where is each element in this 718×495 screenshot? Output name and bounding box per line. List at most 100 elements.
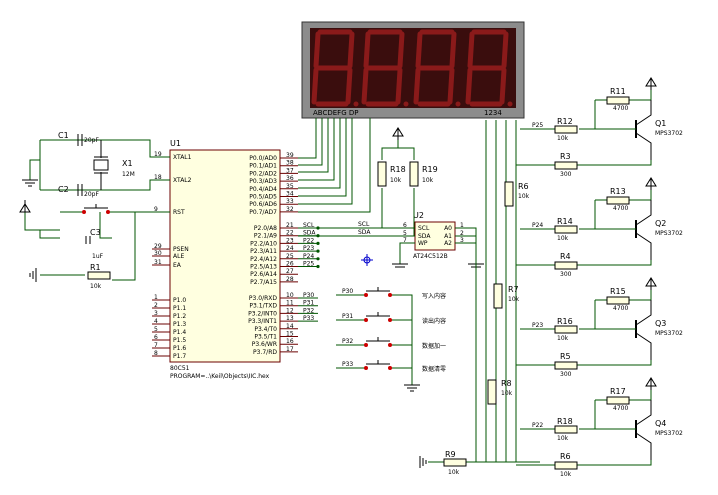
net-label: P31	[303, 300, 314, 307]
mcu-pin-name: P0.7/AD7	[249, 209, 277, 216]
mcu-pin-name: EA	[173, 262, 182, 269]
r9-value: 10k	[448, 469, 460, 476]
mcu-pin-name: P3.7/RD	[253, 349, 277, 356]
button-caption: 写入内容	[422, 292, 446, 300]
seven-segment-display[interactable]: ABCDEFG DP 1234	[301, 21, 525, 119]
resistor-ref: R15	[610, 287, 626, 296]
resistor-value: 10k	[557, 235, 569, 242]
resistor-value: 4700	[613, 105, 628, 112]
vcc-symbol	[645, 277, 657, 290]
transistor-type: MPS3702	[655, 330, 683, 337]
mcu-pin-number: 24	[286, 245, 294, 252]
i2c-pullups: R18 10k R19 10k SCL SDA	[298, 127, 484, 268]
resistor	[606, 196, 630, 205]
resistor-value: 10k	[557, 335, 569, 342]
mcu-pin-number: 19	[154, 151, 162, 158]
c1-value: 20pF	[84, 137, 99, 144]
vertical-pulldowns: R6 10k R7 10k R8 10k	[487, 181, 530, 405]
mcu-pin-number: 39	[286, 152, 294, 159]
mcu-pin-name: P3.1/TXD	[249, 303, 277, 310]
x1-value: 12M	[122, 171, 135, 178]
digit-2	[361, 29, 409, 107]
mcu-pin-name: P1.3	[173, 321, 186, 328]
crystal-circuit: C1 20pF C2 20pF X1 12M	[22, 131, 170, 198]
net-label: SDA	[303, 230, 316, 237]
decimal-point	[403, 101, 409, 107]
button-net-label: P33	[342, 361, 353, 368]
r6-ref: R6	[518, 182, 529, 191]
resistor-ref: R16	[557, 317, 573, 326]
probe-marker[interactable]	[361, 254, 373, 266]
mcu-u1[interactable]: U1 80C51 PROGRAM=..\Keil\Objects\IIC.hex…	[152, 139, 320, 380]
mcu-program: PROGRAM=..\Keil\Objects\IIC.hex	[170, 373, 270, 380]
c3-value: 1uF	[92, 253, 104, 260]
segment	[447, 67, 455, 105]
mcu-pin-number: 6	[154, 334, 158, 341]
bus-label-sda: SDA	[358, 229, 371, 236]
x1-ref: X1	[122, 159, 133, 168]
mcu-pin-number: 31	[154, 259, 162, 266]
eeprom-pin-number: 3	[460, 237, 464, 244]
net-label: P32	[303, 307, 314, 314]
decimal-point	[353, 101, 359, 107]
segment	[347, 31, 355, 69]
transistor-net-label: P23	[532, 322, 543, 329]
button-net-label: P31	[342, 313, 353, 320]
mcu-pin-name: P1.1	[173, 305, 186, 312]
mcu-pin-number: 38	[286, 160, 294, 167]
mcu-pin-name: P3.0/RXD	[249, 295, 277, 302]
decimal-point	[455, 101, 461, 107]
mcu-pin-number: 26	[286, 261, 294, 268]
mcu-pin-name: P3.4/T0	[254, 326, 277, 333]
resistor-value: 4700	[613, 405, 628, 412]
decimal-point	[507, 101, 513, 107]
r18-value: 10k	[390, 177, 402, 184]
net-label: P25	[303, 261, 314, 268]
transistor-ref: Q1	[655, 119, 666, 128]
resistor-ref: R6	[560, 452, 571, 461]
segment	[415, 31, 423, 69]
mcu-pin-name: P2.5/A13	[250, 264, 277, 271]
eeprom-pin-number: 7	[403, 237, 407, 244]
mcu-pin-name: P3.3/INT1	[248, 318, 277, 325]
mcu-pin-name: P1.0	[173, 297, 186, 304]
mcu-pin-number: 5	[154, 326, 158, 333]
u2-ref: U2	[413, 211, 424, 220]
mcu-pin-name: P3.6/WR	[252, 341, 277, 348]
mcu-pin-number: 7	[154, 342, 158, 349]
resistor-ref: R4	[560, 252, 571, 261]
resistor	[554, 361, 578, 370]
net-label: P33	[303, 315, 314, 322]
mcu-pin-name: P2.0/A8	[254, 225, 277, 232]
net-label: P22	[303, 237, 314, 244]
digit-drivers: R114700Q1MPS3702R1210kP25R3300R134700Q2M…	[516, 77, 683, 478]
eeprom-pin-name: SCL	[418, 225, 430, 232]
resistor-value: 4700	[613, 305, 628, 312]
r1-value: 10k	[90, 283, 102, 290]
resistor-ref: R12	[557, 117, 573, 126]
eeprom-pin-name: A0	[444, 225, 452, 232]
mcu-pin-number: 23	[286, 237, 294, 244]
reset-circuit: C3 1uF R1 10k	[19, 200, 170, 290]
mcu-pin-name: P0.3/AD3	[249, 178, 277, 185]
junction-dot	[316, 241, 320, 245]
segment	[345, 67, 353, 105]
mcu-pin-number: 34	[286, 191, 294, 198]
transistor-ref: Q2	[655, 219, 666, 228]
resistor-value: 10k	[560, 471, 572, 478]
mcu-pin-name: P2.7/A15	[250, 279, 277, 286]
mcu-pin-number: 3	[154, 310, 158, 317]
net-label: P30	[303, 292, 314, 299]
resistor-ref: R11	[610, 87, 626, 96]
transistor-net-label: P24	[532, 222, 543, 229]
u2-type: AT24C512B	[413, 253, 448, 260]
net-label: P23	[303, 245, 314, 252]
resistor-ref: R13	[610, 187, 626, 196]
